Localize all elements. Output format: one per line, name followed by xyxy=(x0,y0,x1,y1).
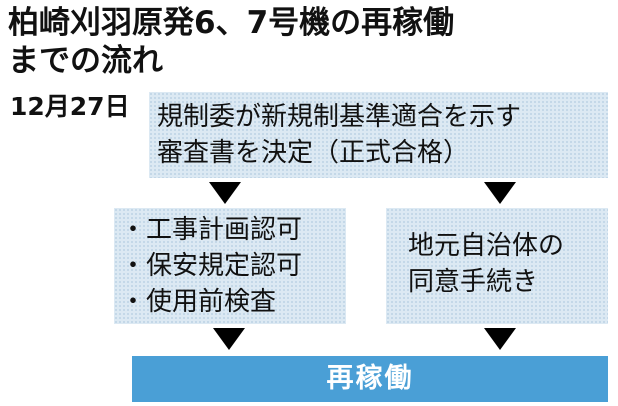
title-line-1: 柏崎刈羽原発6、7号機の再稼働 xyxy=(8,5,455,41)
arrow-to-right-box xyxy=(484,182,516,204)
diagram-title: 柏崎刈羽原発6、7号機の再稼働 までの流れ xyxy=(8,4,608,80)
procedure-item-3: ・使用前検査 xyxy=(120,287,277,317)
procedure-item-1: ・工事計画認可 xyxy=(120,215,303,245)
arrow-to-left-box xyxy=(209,182,241,204)
decision-box-line-1: 規制委が新規制基準適合を示す xyxy=(157,102,522,132)
decision-box: 規制委が新規制基準適合を示す 審査書を決定（正式合格） xyxy=(149,92,608,178)
local-consent-line-2: 同意手続き xyxy=(408,267,539,297)
procedures-box: ・工事計画認可 ・保安規定認可 ・使用前検査 xyxy=(114,208,346,324)
restart-box: 再稼働 xyxy=(132,356,608,402)
arrow-to-restart-left xyxy=(213,328,245,350)
procedure-item-2: ・保安規定認可 xyxy=(120,251,303,281)
arrow-to-restart-right xyxy=(484,328,516,350)
decision-box-line-2: 審査書を決定（正式合格） xyxy=(157,138,470,168)
local-consent-line-1: 地元自治体の xyxy=(408,231,565,261)
local-consent-box: 地元自治体の 同意手続き xyxy=(386,208,608,324)
date-label: 12月27日 xyxy=(10,92,130,121)
title-line-2: までの流れ xyxy=(8,43,163,79)
